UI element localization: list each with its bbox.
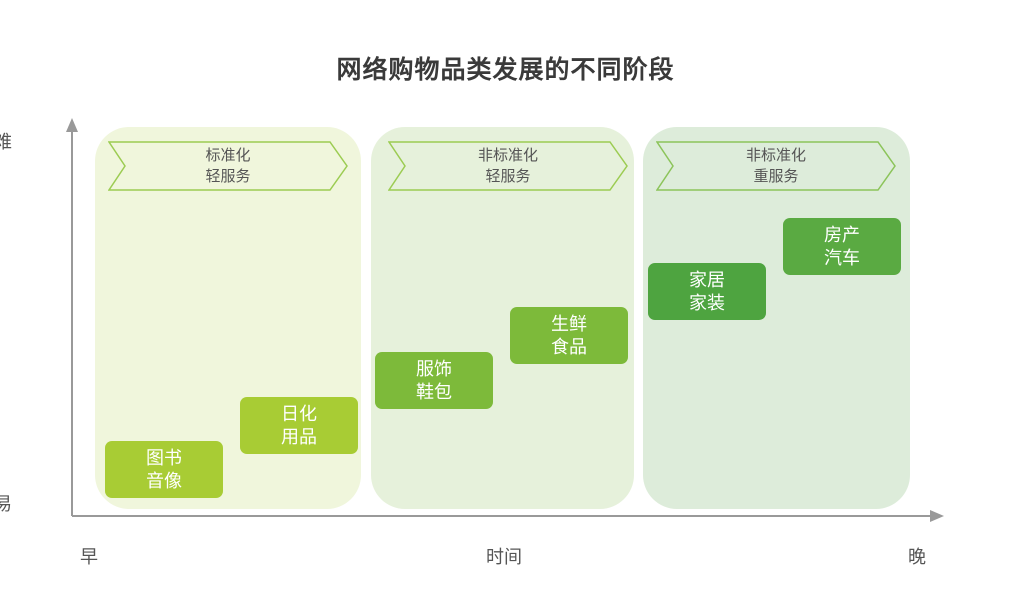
category-4-line1: 生鲜 [551,313,587,335]
diagram-title: 网络购物品类发展的不同阶段 [336,55,675,84]
y-axis-arrow [66,118,78,132]
category-2-line2: 用品 [281,426,317,448]
category-4-line2: 食品 [551,336,587,358]
y-axis-top-label: 难 [0,132,12,153]
category-6-line2: 汽车 [824,247,860,269]
category-1-line1: 图书 [146,447,182,469]
stage-chevron-2: 非标准化 轻服务 [388,141,628,191]
category-box-fresh-food: 生鲜 食品 [510,307,628,364]
category-box-apparel-shoes-bags: 服饰 鞋包 [375,352,493,409]
x-axis-left-label: 早 [80,547,98,568]
stage-3-line1: 非标准化 [745,146,806,164]
category-box-home-furnishing: 家居 家装 [648,263,766,320]
stage-2-line1: 非标准化 [477,146,538,164]
stage-2-line2: 轻服务 [485,167,531,185]
x-axis-arrow [930,510,944,522]
y-axis-bottom-label: 易 [0,494,12,515]
x-axis-title: 时间 [486,547,522,568]
category-3-line2: 鞋包 [416,381,452,403]
stage-chevron-1: 标准化 轻服务 [108,141,348,191]
stage-3-line2: 重服务 [753,167,799,185]
x-axis-right-label: 晚 [908,547,926,568]
stage-chevron-3: 非标准化 重服务 [656,141,896,191]
category-box-property-auto: 房产 汽车 [783,218,901,275]
category-6-line1: 房产 [824,224,860,246]
category-box-books-media: 图书 音像 [105,441,223,498]
stage-1-line2: 轻服务 [205,167,251,185]
category-box-daily-goods: 日化 用品 [240,397,358,454]
stage-1-line1: 标准化 [205,146,251,164]
category-5-line1: 家居 [689,269,725,291]
category-1-line2: 音像 [146,470,182,492]
category-2-line1: 日化 [281,403,317,425]
category-3-line1: 服饰 [416,358,452,380]
category-5-line2: 家装 [689,292,725,314]
